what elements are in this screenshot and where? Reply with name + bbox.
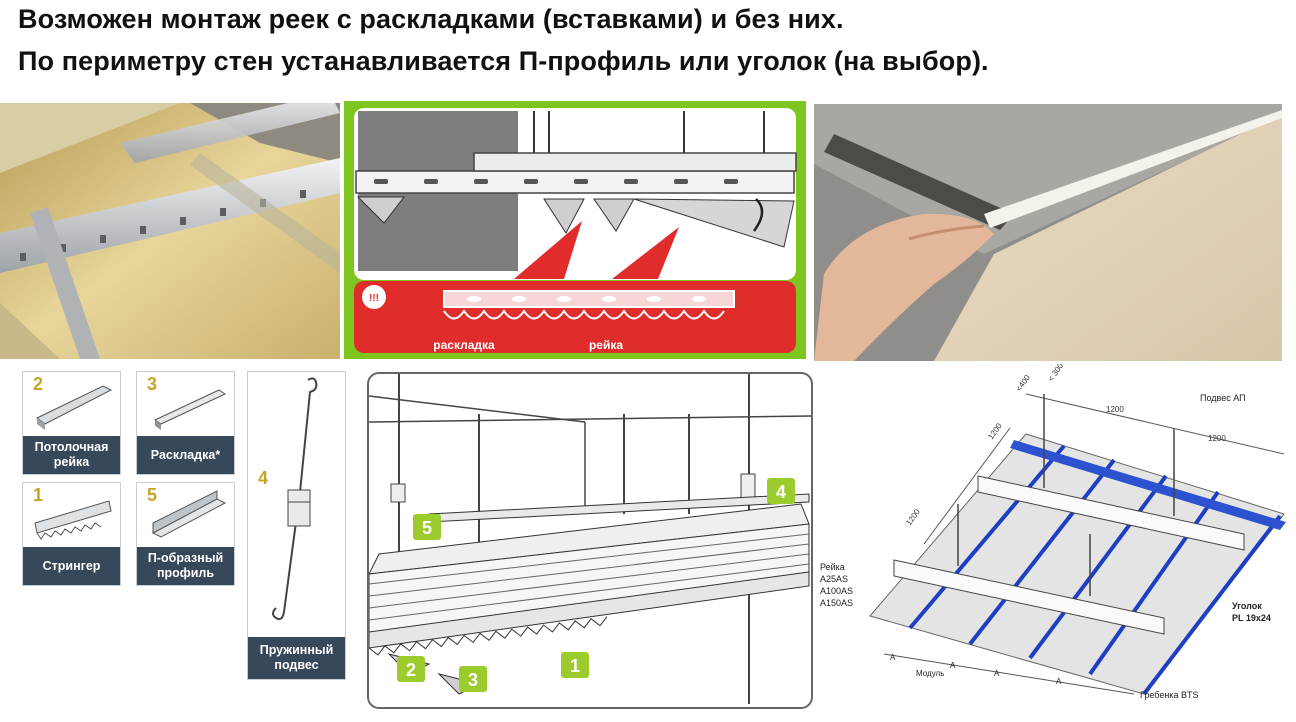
header-line-1: Возможен монтаж реек с раскладками (вста… (18, 4, 844, 34)
photo-stringer-image (0, 103, 340, 359)
part-card-u-profile: 5 П-образный профиль (136, 482, 235, 586)
dim-a-2: A (950, 661, 956, 670)
svg-text:4: 4 (776, 482, 786, 502)
module-label: Модуль (916, 669, 944, 678)
callout-4: 4 (767, 478, 795, 504)
label-insert: раскладка (433, 338, 495, 352)
stringer-icon (34, 500, 112, 540)
rail-model-2: A100AS (820, 586, 853, 596)
dim-400: <400 (1014, 373, 1032, 393)
dim-300: < 300 (1046, 364, 1065, 383)
part-label: Пружинный подвес (248, 637, 345, 679)
dim-1200-side: 1200 (904, 507, 922, 527)
label-rail: рейка (589, 338, 623, 352)
part-label: Раскладка* (137, 436, 234, 474)
callout-5: 5 (413, 514, 441, 540)
comb-label: Гребенка BTS (1140, 690, 1198, 700)
part-number: 1 (33, 485, 44, 505)
rail-model-3: A150AS (820, 598, 853, 608)
svg-text:2: 2 (406, 660, 416, 680)
corner-model: PL 19x24 (1232, 613, 1271, 623)
svg-text:3: 3 (468, 670, 478, 690)
part-number: 5 (147, 485, 158, 505)
scheme-illustration: <400 < 300 1200 1200 1200 1200 Подвес АП… (820, 364, 1286, 700)
photo-stringer-gold-panels (0, 103, 340, 359)
dim-1200-right: 1200 (1208, 434, 1226, 443)
photo-hand-image (814, 104, 1282, 361)
ceiling-rail-icon (36, 385, 113, 430)
hanger-label: Подвес АП (1200, 393, 1246, 403)
svg-text:5: 5 (422, 518, 432, 538)
callout-2: 2 (397, 656, 425, 682)
callout-3: 3 (459, 666, 487, 692)
part-number: 2 (33, 374, 44, 394)
part-label: П-образный профиль (137, 547, 234, 585)
dim-a-3: A (994, 669, 1000, 678)
part-card-spring-hanger: 4 Пружинный подвес (247, 371, 346, 680)
rail-model-1: A25AS (820, 574, 848, 584)
part-label: Потолочная рейка (23, 436, 120, 474)
assembly-drawing: 5 4 2 3 1 (367, 372, 813, 709)
dim-1200-left: 1200 (986, 421, 1004, 441)
svg-text:1: 1 (570, 656, 580, 676)
part-label: Стрингер (23, 547, 120, 585)
dim-1200-top: 1200 (1106, 405, 1124, 414)
part-card-ceiling-rail: 2 Потолочная рейка (22, 371, 121, 475)
u-profile-icon (151, 490, 227, 538)
corner-label: Уголок (1232, 601, 1262, 611)
diagram-insert-vs-rail: !!! раскладка рейка (344, 101, 806, 359)
photo-hand-installing-panel (814, 104, 1282, 361)
part-card-stringer: 1 Стрингер (22, 482, 121, 586)
header-line-2: По периметру стен устанавливается П-проф… (18, 46, 989, 76)
warning-badge: !!! (369, 293, 379, 304)
technical-scheme: <400 < 300 1200 1200 1200 1200 Подвес АП… (814, 364, 1292, 716)
assembly-illustration: 5 4 2 3 1 (369, 374, 811, 704)
part-card-insert: 3 Раскладка* (136, 371, 235, 475)
part-number: 3 (147, 374, 158, 394)
callout-1: 1 (561, 652, 589, 678)
spring-hanger-icon (272, 377, 318, 621)
rail-label: Рейка (820, 562, 845, 572)
part-number: 4 (258, 468, 269, 488)
dim-a-1: A (890, 653, 896, 662)
dim-a-4: A (1056, 677, 1062, 686)
diagram-insert-illustration: !!! раскладка рейка (354, 108, 797, 353)
insert-icon (153, 389, 227, 430)
